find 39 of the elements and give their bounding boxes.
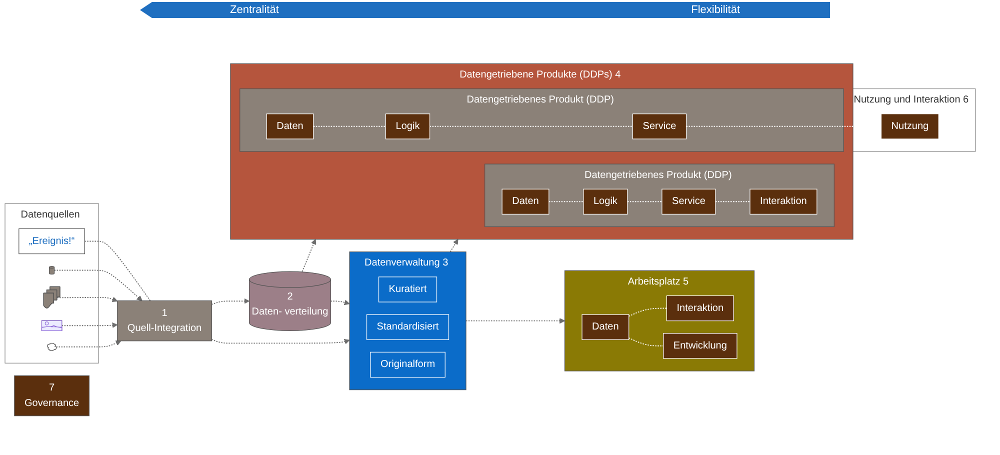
arrow [450, 239, 458, 252]
arrow [302, 239, 316, 272]
axis-label: Flexibilität [691, 4, 740, 16]
connector [628, 337, 664, 346]
node-box: Originalform [370, 352, 446, 378]
node-box: Service [632, 114, 687, 140]
node-box: 7 Governance [14, 375, 90, 416]
node-box: Service [662, 188, 716, 215]
connector [84, 240, 151, 302]
connector [429, 126, 634, 127]
node-box: Daten [502, 188, 550, 215]
arrow [466, 318, 566, 324]
arrow [56, 340, 122, 348]
node-box: Kuratiert [378, 276, 438, 302]
node-box: Interaktion [666, 295, 734, 322]
connector [627, 201, 662, 202]
arrow [211, 338, 350, 344]
connector [312, 126, 386, 127]
node-box: Daten [266, 114, 314, 140]
node-box: Logik [385, 114, 430, 140]
arrow [211, 298, 250, 305]
node-box: Standardisiert [366, 314, 450, 340]
arrow [330, 300, 350, 306]
node-box: „Ereignis!“ [18, 228, 85, 254]
node-box: Entwicklung [663, 333, 738, 359]
connector [548, 201, 584, 202]
node-cloud [47, 342, 57, 351]
node-box: Logik [583, 188, 628, 215]
node-cylinder [48, 266, 55, 274]
arrow [54, 270, 142, 301]
connector [715, 201, 750, 202]
node-box: Daten [582, 314, 630, 340]
arrow [61, 322, 118, 328]
axis-label: Zentralität [230, 4, 279, 16]
node-box: Nutzung [880, 114, 939, 140]
node-box: Interaktion [750, 188, 818, 215]
connector [628, 308, 668, 317]
node-box: 1 Quell-Integration [117, 300, 212, 342]
arrow [56, 296, 118, 302]
